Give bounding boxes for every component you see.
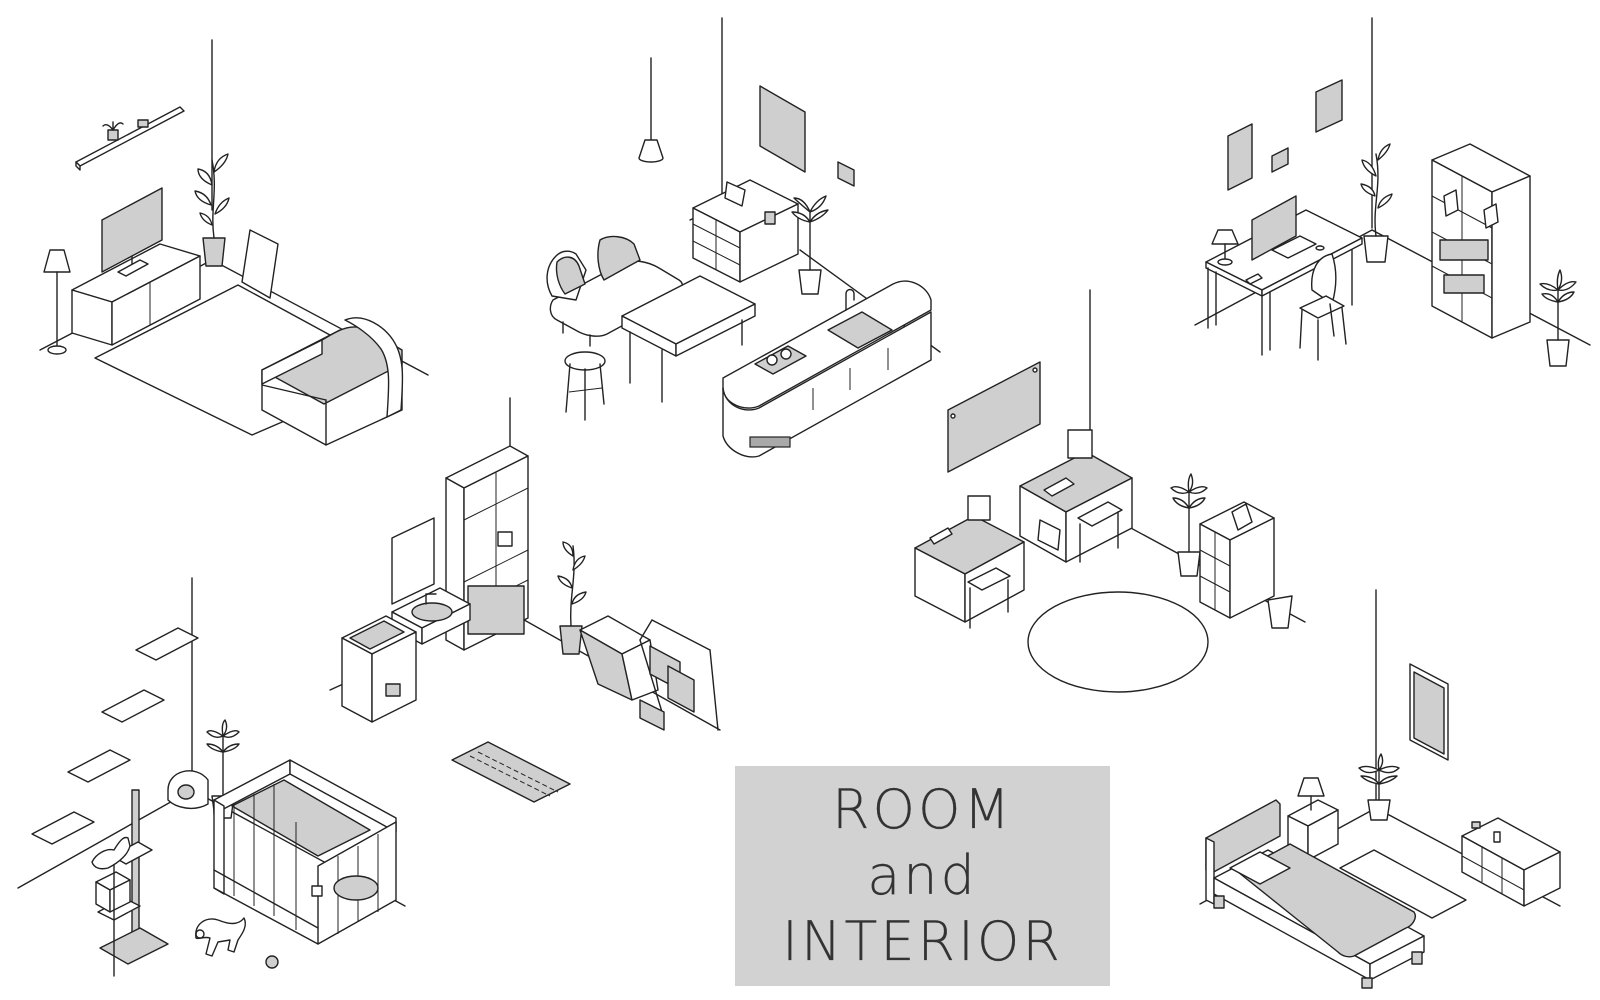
bedroom-rug [1339,849,1467,919]
leaning-picture [241,229,279,299]
keyboard [1271,235,1317,259]
study-bookshelf [1431,143,1531,339]
bedside-lamp [1297,777,1325,811]
kitchen-island [722,280,932,458]
cat [91,836,131,870]
dining-table [621,275,756,403]
bedroom-low-shelf [1461,817,1561,907]
round-rug [1027,591,1209,693]
cat-tower [95,789,169,977]
phone [1245,273,1263,285]
kids-cube-shelf [1199,501,1275,619]
dog [195,917,247,957]
mouse [1315,245,1325,251]
living-room-scene [39,39,429,446]
laundry-plant [557,541,587,655]
wall-shelf [75,106,185,171]
laundry-basket [579,615,659,701]
cat-step-3 [67,749,131,783]
whiteboard [947,361,1041,473]
nightstand [1287,799,1339,861]
kids-chair-left-seat [967,567,1011,591]
kitchen-loveseat [546,235,684,347]
bedroom-plant [1358,753,1400,821]
kids-study-scene [914,289,1306,693]
cat-step-2 [101,689,165,723]
kids-chair-right-seat [1077,501,1123,527]
study-chair [1299,253,1347,361]
living-sofa [261,317,404,446]
kids-desk-right [1019,429,1133,563]
study-frame-3 [1315,79,1343,133]
cat-tower-base [99,927,169,965]
pet-ball [265,955,279,969]
kitchen-wall-picture-large [759,85,806,173]
kids-plant [1170,473,1208,577]
title-line-and: and [867,844,978,907]
title-line-room: ROOM [831,778,1014,841]
study-plant [1360,143,1393,263]
laundry-scene [329,397,721,803]
computer-monitor [1251,195,1297,261]
kitchen-wall-picture-small [837,161,855,187]
tall-cabinet [445,445,529,651]
kitchen-plant [791,195,829,295]
cat-step-4 [31,811,95,845]
television [101,187,163,277]
pendant-lamp [638,57,664,163]
study-plant-right [1539,269,1577,367]
tv-board [71,243,201,346]
sideboard [692,179,799,283]
drying-rack [639,619,719,731]
pet-room-scene [17,577,406,977]
kitchen-dining-scene [546,17,941,458]
pet-dome-bed [167,770,209,810]
living-plant [194,153,230,267]
cooktop [754,345,807,375]
washing-machine [341,615,417,723]
sink [827,311,893,349]
study-frame-1 [1227,123,1253,191]
desk-lamp [1211,229,1239,266]
bedroom-scene [1199,589,1561,989]
pet-playpen [213,759,397,945]
washroom-mirror [391,517,435,605]
floor-lamp [43,249,71,355]
title-box: ROOM and INTERIOR [735,766,1110,986]
study-frame-2 [1271,147,1289,173]
study-office-scene [1194,17,1591,367]
bed [1205,799,1425,989]
trash-bin [1267,595,1293,629]
title-line-interior: INTERIOR [782,910,1063,973]
faucet [845,288,855,311]
stool [564,351,606,421]
cat-step-1 [135,627,199,661]
bath-mat [451,741,571,803]
